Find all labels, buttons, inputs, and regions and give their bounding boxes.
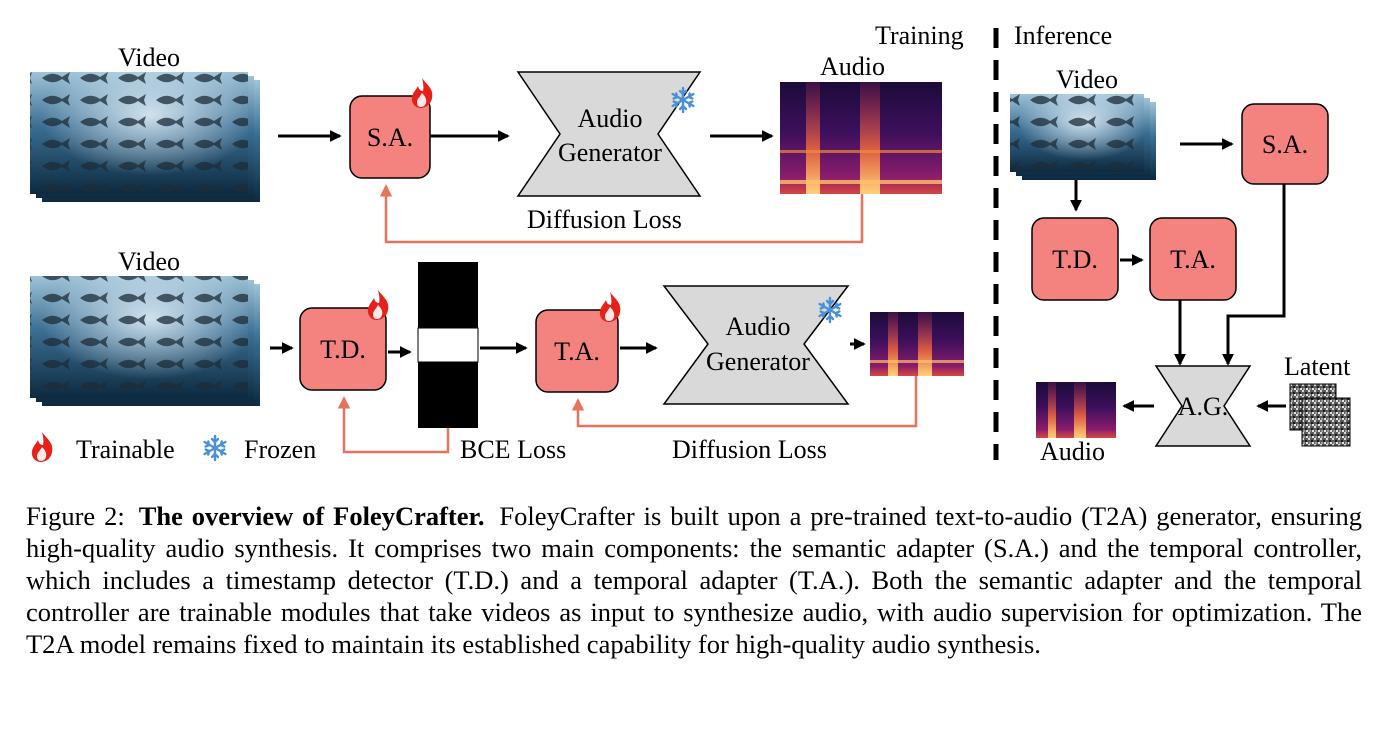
- framework-diagram: Training Inference Video S.A. Audio Gene…: [30, 21, 1351, 466]
- timestamp-detector-label: T.D.: [320, 335, 366, 364]
- diffusion-loss-label-top: Diffusion Loss: [527, 205, 682, 234]
- timestamp-mask: [417, 262, 479, 428]
- temporal-adapter-label-train: T.A.: [554, 337, 600, 366]
- latent-noise: [1289, 383, 1351, 447]
- figure-label: Figure 2:: [26, 501, 125, 531]
- temporal-adapter-label-inference: T.A.: [1170, 245, 1216, 274]
- spectrogram-top: [780, 82, 942, 194]
- audio-generator-block-bottom: [662, 285, 850, 405]
- legend-frozen-label: Frozen: [244, 435, 316, 464]
- caption-title: The overview of FoleyCrafter.: [138, 501, 485, 531]
- diffusion-loss-label-bottom: Diffusion Loss: [672, 435, 827, 464]
- spectrogram-inference: [1036, 382, 1116, 438]
- generator-label-line2-bottom: Generator: [706, 347, 810, 376]
- caption-body: FoleyCrafter is built upon a pre-trained…: [26, 501, 1362, 659]
- video-thumbnail-bottom: [30, 276, 260, 406]
- audio-generator-block-inference: [1154, 365, 1252, 447]
- timestamp-detector-block-inference: [1031, 217, 1119, 301]
- flame-icon: [599, 292, 621, 322]
- inference-label: Inference: [1014, 21, 1112, 50]
- timestamp-detector-label-inference: T.D.: [1052, 245, 1098, 274]
- diffusion-loss-arrow-bottom: [571, 376, 918, 428]
- legend-trainable-label: Trainable: [76, 435, 175, 464]
- flame-icon: [367, 290, 389, 320]
- audio-label-inference: Audio: [1040, 437, 1105, 466]
- bce-loss-arrow: [337, 396, 450, 454]
- temporal-adapter-block-train: [535, 309, 619, 393]
- audio-generator-label-inference: A.G.: [1178, 392, 1229, 421]
- figure-caption: Figure 2: The overview of FoleyCrafter. F…: [26, 500, 1362, 660]
- video-label-bottom: Video: [118, 247, 180, 276]
- spectrogram-bottom: [870, 312, 964, 376]
- video-thumbnail-inference: [1010, 94, 1156, 180]
- bce-loss-label: BCE Loss: [460, 435, 566, 464]
- arrow-sa-to-ag: [1222, 184, 1286, 366]
- video-thumbnail-top: [30, 72, 260, 202]
- flame-icon: [411, 78, 433, 108]
- audio-label-top: Audio: [820, 52, 885, 81]
- generator-label-line2-top: Generator: [558, 138, 662, 167]
- temporal-adapter-block-inference: [1149, 217, 1237, 301]
- timestamp-detector-block: [299, 307, 387, 391]
- semantic-adapter-label-top: S.A.: [367, 123, 413, 152]
- snowflake-icon: [203, 434, 227, 462]
- video-label-inference: Video: [1056, 65, 1118, 94]
- generator-label-line1-bottom: Audio: [726, 312, 791, 341]
- diffusion-loss-arrow-top: [379, 184, 864, 244]
- generator-label-line1-top: Audio: [578, 104, 643, 133]
- training-label: Training: [875, 21, 964, 50]
- flame-icon: [31, 432, 53, 462]
- semantic-adapter-label-inference: S.A.: [1262, 130, 1308, 159]
- video-label-top: Video: [118, 43, 180, 72]
- audio-generator-block-top: [516, 71, 702, 197]
- latent-label: Latent: [1284, 352, 1351, 381]
